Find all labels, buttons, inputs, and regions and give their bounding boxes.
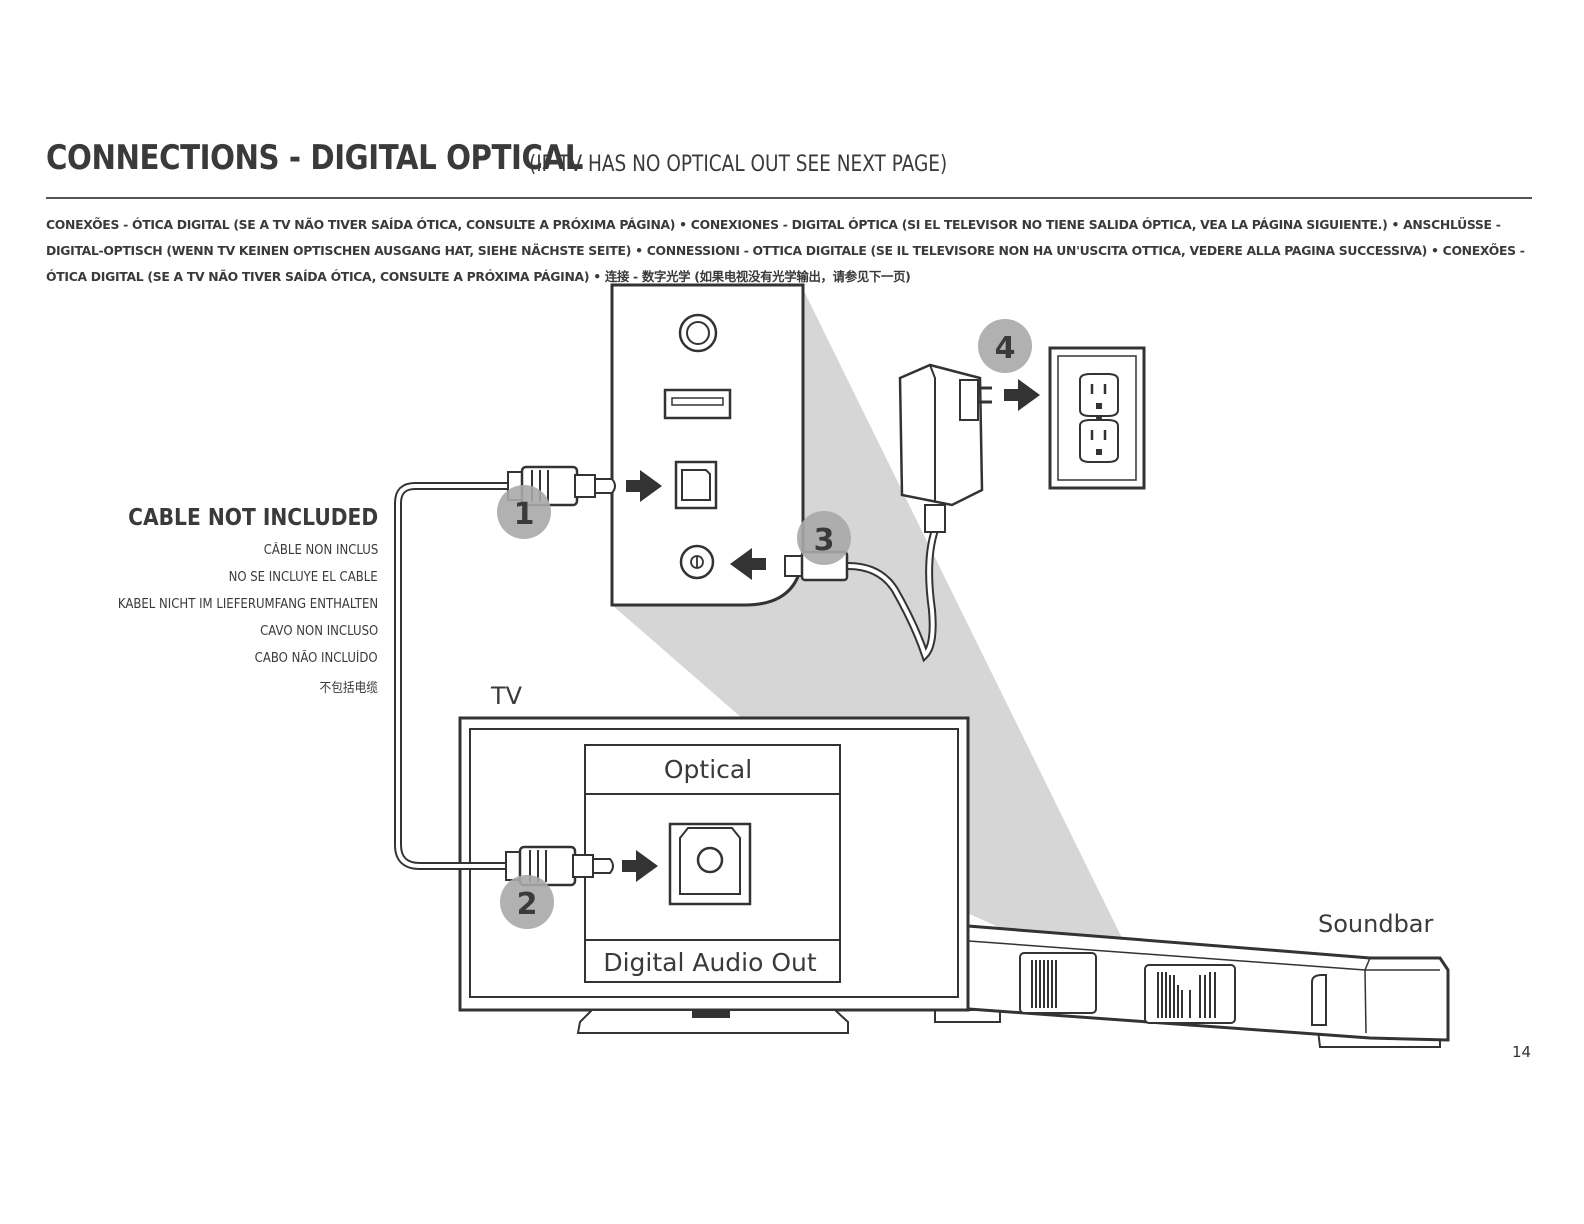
title-subtitle: (IF TV HAS NO OPTICAL OUT SEE NEXT PAGE) — [529, 152, 948, 177]
optical-label: Optical — [664, 755, 752, 784]
direction-arrows — [622, 379, 1040, 882]
digital-audio-out-label: Digital Audio Out — [603, 948, 817, 977]
step-badge-4: 4 — [978, 319, 1032, 373]
soundbar-label: Soundbar — [1318, 910, 1434, 938]
optical-cable — [394, 465, 616, 887]
arrow-4-icon — [1004, 379, 1040, 411]
arrow-3-icon — [730, 548, 766, 580]
soundbar — [934, 923, 1450, 1048]
arrow-1-icon — [626, 470, 662, 502]
cable-note-portuguese: CABO NÃO INCLUÍDO — [255, 651, 378, 666]
cable-note-french: CÂBLE NON INCLUS — [263, 543, 378, 558]
step-badge-2: 2 — [500, 875, 554, 929]
page-title: CONNECTIONS - DIGITAL OPTICAL (IF TV HAS… — [46, 138, 947, 178]
cable-note-italian: CAVO NON INCLUSO — [259, 624, 378, 639]
title-main: CONNECTIONS - DIGITAL OPTICAL — [46, 138, 583, 178]
step-badge-3: 3 — [797, 511, 851, 565]
svg-text:3: 3 — [814, 523, 835, 558]
arrow-2-icon — [622, 850, 658, 882]
page-number: 14 — [1512, 1043, 1532, 1061]
step-badge-1: 1 — [497, 485, 551, 539]
svg-text:4: 4 — [995, 331, 1016, 366]
cable-note-chinese: 不包括电缆 — [319, 681, 378, 696]
cable-not-included-heading: CABLE NOT INCLUDED — [127, 505, 378, 531]
cable-note-spanish: NO SE INCLUYE EL CABLE — [228, 570, 378, 585]
title-divider — [46, 197, 1532, 199]
translated-titles: CONEXÕES - ÓTICA DIGITAL (SE A TV NÃO TI… — [46, 217, 1525, 284]
cable-note-german: KABEL NICHT IM LIEFERUMFANG ENTHALTEN — [117, 597, 378, 612]
wall-outlet — [1048, 346, 1146, 490]
tv-label: TV — [490, 682, 523, 710]
svg-text:1: 1 — [514, 497, 535, 532]
svg-text:2: 2 — [517, 887, 538, 922]
soundbar-back-panel — [610, 283, 805, 607]
